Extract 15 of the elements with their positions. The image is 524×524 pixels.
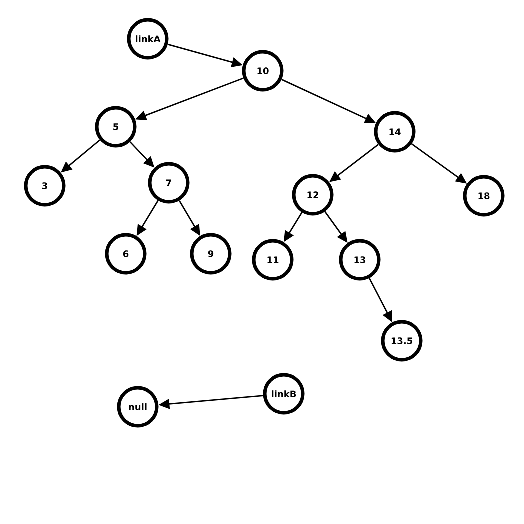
tree-node: 11 [252,239,294,281]
tree-node: null [117,386,159,428]
tree-node: 9 [190,233,232,275]
tree-node: linkB [263,373,305,415]
tree-node: 13.5 [381,320,423,362]
tree-node: 10 [242,50,284,92]
tree-node: 12 [292,174,334,216]
tree-node: linkA [127,18,169,60]
tree-node: 14 [374,111,416,153]
tree-node: 6 [105,233,147,275]
tree-node: 5 [95,106,137,148]
tree-node: 18 [463,175,505,217]
tree-node: 13 [339,239,381,281]
tree-node: 7 [148,162,190,204]
tree-node: 3 [24,165,66,207]
